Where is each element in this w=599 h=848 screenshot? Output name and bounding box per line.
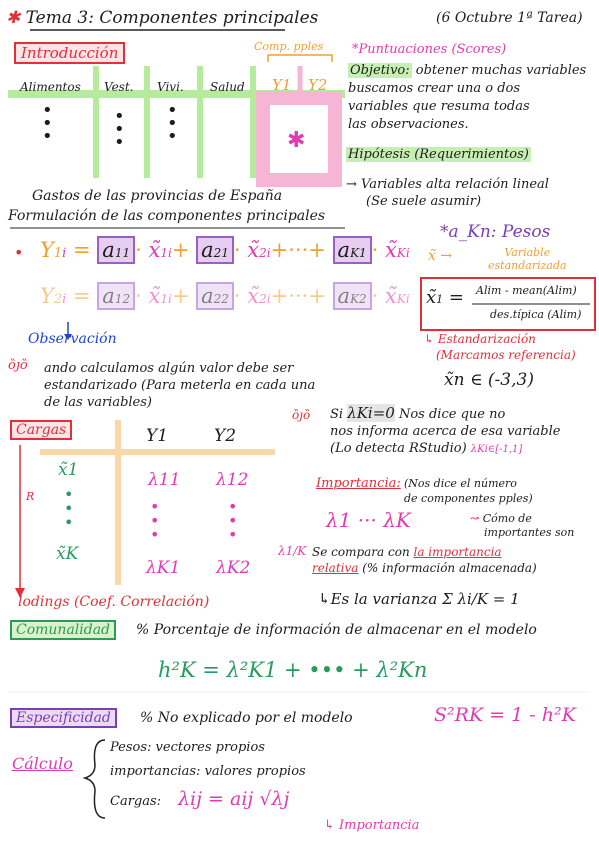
calculo-label: Cálculo [12,754,73,773]
especificidad-text: % No explicado por el modelo [140,710,353,726]
especificidad-label: Especificidad [10,708,117,728]
std-denominator: des.típica (Alim) [490,308,582,321]
std-numerator: Alim - mean(Alim) [476,284,577,297]
header: ✱ Tema 3: Componentes principales [6,8,318,28]
cargas-header-y2: Y2 [214,426,237,446]
calculo-note: ↳ Importancia [324,818,420,833]
cargas-dots-pink-2: ••• [228,497,238,544]
formula-row-1: Y1i = a11· x̃1i+ a21· x̃2i+···+ aK1· x̃K… [40,236,410,264]
formula-row-2: Y2i = a12· x̃1i+ a22· x̃2i+···+ aK2· x̃K… [40,282,410,310]
comunalidad-formula: h²K = λ²K1 + ••• + λ²Kn [158,658,428,682]
cell-lk2: λK2 [216,558,251,578]
std-note-2: (Marcamos referencia) [436,348,576,362]
obs-note: ando calculamos algún valor debe ser est… [44,361,316,410]
importancia-note: ↝ Cómo de importantes son [470,512,575,539]
cargas-dots-pink-1: ••• [150,497,160,544]
col-salud: Salud [210,80,245,94]
bullet-icon: • [14,243,24,262]
observation-label: Observación [28,331,117,347]
importancia-label: Importancia: [316,476,401,491]
requirement-2: (Se suele asumir) [366,194,482,209]
std-var: x̃1 = [426,287,464,308]
intro-label: Introducción [14,42,126,64]
header-date: (6 Octubre 1ª Tarea) [436,10,583,26]
eyes-icon: ȍȷȍ [8,358,28,373]
importancia-lambdas: λ1 ··· λK [326,508,411,532]
asterisk-icon: ✱ [6,8,21,28]
col-alimentos: Alimentos [20,80,81,94]
calculo-line-3: Cargas: [110,794,162,809]
comp-pples-label: Comp. pples [254,40,324,53]
objective-label: Objetivo: [348,63,412,78]
col-y1: Y1 [272,76,292,94]
cell-l12: λ12 [216,470,249,490]
dots-col-1: ••• [42,100,53,147]
cargas-header-y1: Y1 [146,426,169,446]
cargas-side-r: R [26,490,35,503]
si-note: Si λKi=0 Nos dice que no nos informa ace… [330,404,561,456]
calculo-formula: λij = aij √λj [178,788,290,810]
calculo-line-1: Pesos: vectores propios [110,740,265,755]
var-tilde-icon: x̃ → [428,248,453,264]
dots-col-3: ••• [167,100,178,147]
importancia-text: (Nos dice el número de componentes pples… [404,477,533,505]
cargas-label: Cargas [10,420,73,440]
lambda-rel: λ1/K [278,544,307,558]
weights-label: *a_Kn: Pesos [440,222,551,242]
formulation-title: Formulación de las componentes principal… [8,208,326,224]
col-vest: Vest. [104,80,134,94]
scores-note: *Puntuaciones (Scores) [352,42,507,57]
cargas-row-x1: x̃1 [58,460,79,480]
cell-l11: λ11 [148,470,181,490]
dots-col-2: ••• [114,106,125,153]
eyes-icon-2: ȍȷȍ [292,408,311,422]
calculo-line-2: importancias: valores propios [110,764,306,779]
comunalidad-label: Comunalidad [10,620,117,640]
comunalidad-text: % Porcentaje de información de almacenar… [136,622,537,638]
hypothesis-note: Hipótesis (Requerimientos) [346,147,531,162]
col-y2: Y2 [308,76,328,94]
caption: Gastos de las provincias de España [32,188,283,204]
objective-note: Objetivo: obtener muchas variables busca… [348,63,587,132]
page-title: Tema 3: Componentes principales [25,8,319,28]
especificidad-formula: S²RK = 1 - h²K [434,704,576,726]
std-note-1: ↳ Estandarización [424,332,536,346]
cell-lk1: λK1 [146,558,181,578]
cargas-row-xk: x̃K [56,544,79,564]
variance-note: ↳Es la varianza Σ λi/K = 1 [318,590,520,608]
col-vivi: Vivi. [157,80,184,94]
importancia-relative: Se compara con la importancia relativa (… [312,545,537,575]
cargas-footer: lodings (Coef. Correlación) [18,594,210,610]
std-range: x̃n ∈ (-3,3) [444,370,534,390]
requirement-1: → Variables alta relación lineal [346,177,549,192]
star-icon: ✱ [287,128,306,153]
cargas-dots-green: ••• [64,485,74,532]
